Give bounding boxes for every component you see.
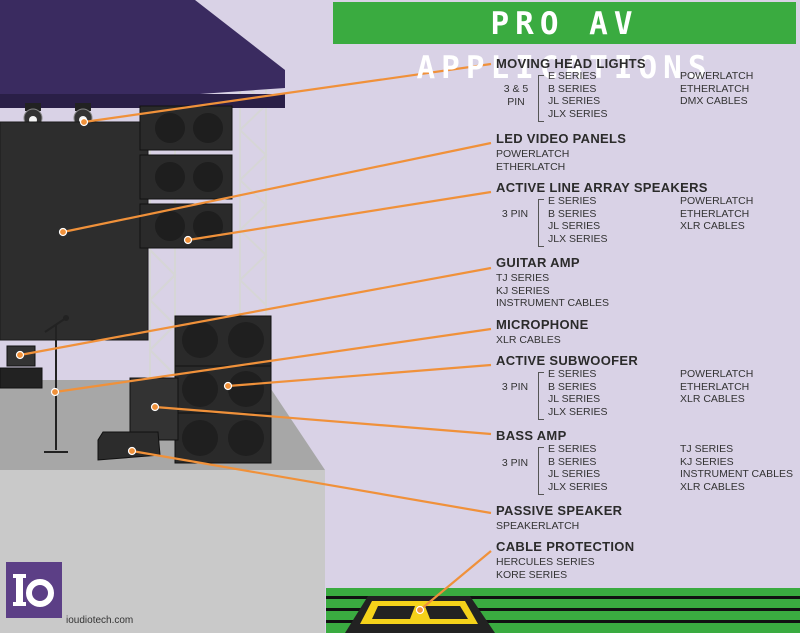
microphone-stand — [44, 317, 68, 453]
section-title: GUITAR AMP — [496, 255, 580, 270]
section-cable-protection: CABLE PROTECTION HERCULES SERIES KORE SE… — [496, 539, 635, 581]
io-logo-icon — [6, 562, 62, 618]
bracket — [538, 75, 544, 122]
product-list: TJ SERIES KJ SERIES INSTRUMENT CABLES XL… — [680, 443, 793, 493]
section-title: PASSIVE SPEAKER — [496, 503, 623, 518]
pin-label: 3 PIN — [501, 381, 529, 393]
section-passive-speaker: PASSIVE SPEAKER SPEAKERLATCH — [496, 503, 623, 532]
series-list: E SERIES B SERIES JL SERIES JLX SERIES — [548, 70, 608, 120]
series-list: E SERIES B SERIES JL SERIES JLX SERIES — [548, 443, 608, 493]
brand-url: ioudiotech.com — [66, 615, 134, 626]
section-guitar-amp: GUITAR AMP TJ SERIES KJ SERIES INSTRUMEN… — [496, 255, 609, 309]
product-list: POWERLATCH ETHERLATCH XLR CABLES — [680, 368, 754, 405]
section-title: MICROPHONE — [496, 317, 589, 332]
section-led-video-panels: LED VIDEO PANELS POWERLATCH ETHERLATCH — [496, 131, 627, 173]
pin-label: 3 PIN — [501, 208, 529, 220]
title-banner: PRO AV APPLICATIONS — [333, 2, 796, 86]
section-title: CABLE PROTECTION — [496, 539, 635, 554]
section-title: ACTIVE SUBWOOFER — [496, 353, 639, 368]
callout-lines — [19, 62, 492, 611]
stage-canopy — [0, 0, 285, 108]
pin-label: 3 & 5 PIN — [503, 83, 529, 108]
section-title: ACTIVE LINE ARRAY SPEAKERS — [496, 180, 708, 195]
section-title: BASS AMP — [496, 428, 567, 443]
bracket — [538, 372, 544, 420]
series-list: E SERIES B SERIES JL SERIES JLX SERIES — [548, 195, 608, 245]
series-list: E SERIES B SERIES JL SERIES JLX SERIES — [548, 368, 608, 418]
section-bass-amp: BASS AMP — [496, 428, 567, 443]
section-moving-head-lights: MOVING HEAD LIGHTS — [496, 56, 646, 71]
stage-front — [0, 470, 325, 633]
product-list: POWERLATCH ETHERLATCH DMX CABLES — [680, 70, 754, 107]
pin-label: 3 PIN — [501, 457, 529, 469]
section-title: LED VIDEO PANELS — [496, 131, 627, 146]
bracket — [538, 447, 544, 495]
section-title: MOVING HEAD LIGHTS — [496, 56, 646, 71]
page-title: PRO AV APPLICATIONS — [416, 6, 713, 86]
led-video-wall — [0, 121, 149, 341]
section-active-subwoofer: ACTIVE SUBWOOFER — [496, 353, 638, 368]
section-microphone: MICROPHONE XLR CABLES — [496, 317, 589, 346]
passive-speaker — [97, 431, 161, 461]
section-line-array-speakers: ACTIVE LINE ARRAY SPEAKERS — [496, 180, 708, 195]
product-list: POWERLATCH ETHERLATCH XLR CABLES — [680, 195, 754, 232]
bracket — [538, 199, 544, 247]
